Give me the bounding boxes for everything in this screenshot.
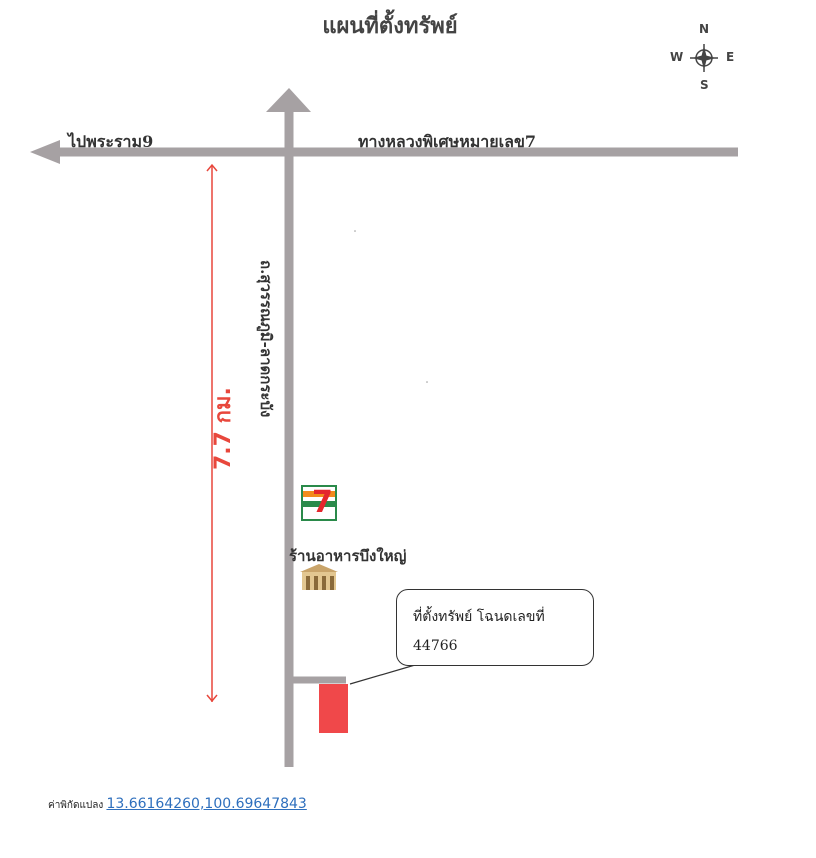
property-marker [319,684,348,733]
compass-rose-icon: N S W E [668,22,738,94]
compass-east: E [726,50,735,64]
callout-deed-number: 44766 [413,638,458,654]
highway-arrowhead [30,140,60,164]
seven-eleven-logo-icon: 7 [301,485,337,521]
road-label-rama9: ไปพระราม9 [68,132,154,151]
coordinates-row: ค่าพิกัดแปลง 13.66164260,100.69647843 [48,796,307,813]
callout-pointer [349,664,416,685]
compass-south: S [700,78,709,92]
restaurant-building-icon [300,564,338,590]
compass-north: N [699,22,710,36]
road-label-vertical: ถ.สุวรรณภูมิ-ลาดกระบัง [257,260,275,418]
road-label-highway7: ทางหลวงพิเศษหมายเลข7 [358,132,537,151]
restaurant-label: ร้านอาหารบึงใหญ่ [289,547,407,565]
property-callout: ที่ตั้งทรัพย์ โฉนดเลขที่ 44766 [396,589,594,666]
map-title: แผนที่ตั้งทรัพย์ [322,13,458,39]
distance-label: 7.7 กม. [211,387,236,470]
coordinates-label: ค่าพิกัดแปลง [48,800,104,811]
coordinates-link[interactable]: 13.66164260,100.69647843 [106,796,307,812]
vertical-road-arrowhead [266,88,311,112]
compass-west: W [670,50,684,64]
callout-line1: ที่ตั้งทรัพย์ โฉนดเลขที่ [413,609,545,625]
